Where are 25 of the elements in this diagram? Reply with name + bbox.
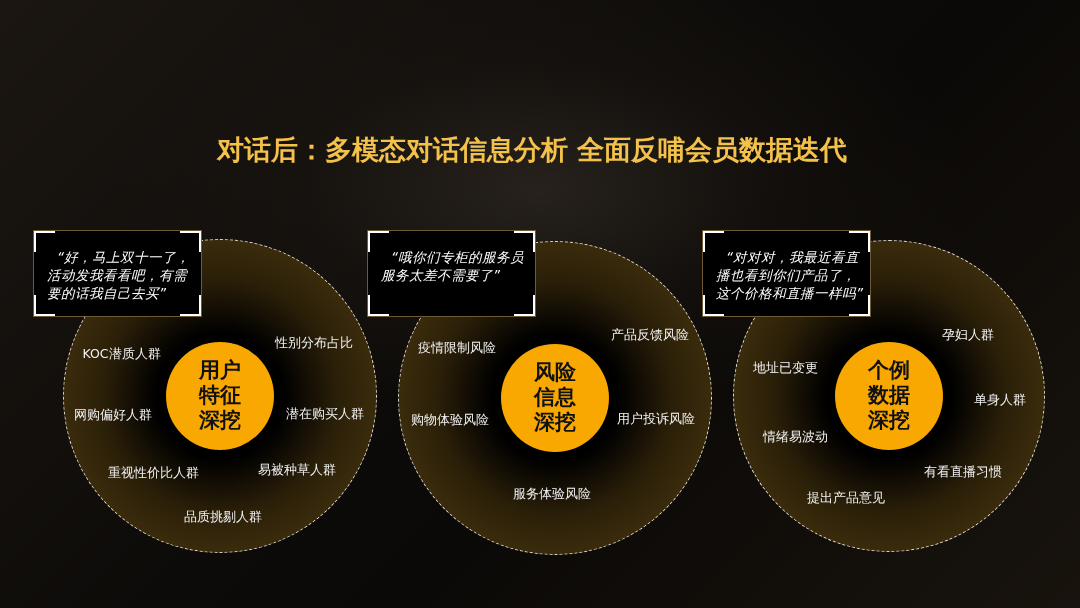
keyword-label: 网购偏好人群 — [73, 406, 152, 421]
keyword-label: 购物体验风险 — [410, 411, 489, 426]
keyword-label: 地址已变更 — [753, 359, 818, 374]
quote-box: “哦你们专柜的服务员服务太差不需要了” — [367, 230, 536, 317]
keyword-label: 单身人群 — [973, 391, 1026, 406]
keyword-label: 潜在购买人群 — [285, 405, 364, 420]
keyword-label: 性别分布占比 — [274, 334, 353, 349]
keyword-label: KOC潜质人群 — [82, 345, 161, 360]
title: 对话后：多模态对话信息分析 全面反哺会员数据迭代 — [217, 134, 848, 166]
keyword-label: 孕妇人群 — [941, 326, 994, 341]
quote-box: “对对对，我最近看直播也看到你们产品了，这个价格和直播一样吗” — [702, 230, 871, 317]
keyword-label: 易被种草人群 — [257, 461, 336, 476]
keyword-label: 品质挑剔人群 — [183, 508, 262, 523]
keyword-label: 重视性价比人群 — [108, 464, 199, 479]
center-circle: 用户特征深挖 — [165, 341, 274, 450]
center-circle: 风险信息深挖 — [500, 343, 609, 452]
keyword-label: 疫情限制风险 — [417, 339, 496, 354]
keyword-label: 用户投诉风险 — [616, 410, 695, 425]
keyword-label: 产品反馈风险 — [610, 326, 689, 341]
keyword-label: 提出产品意见 — [806, 489, 885, 504]
quote-box: “好，马上双十一了，活动发我看看吧，有需要的话我自己去买” — [33, 230, 202, 317]
center-circle: 个例数据深挖 — [834, 341, 943, 450]
keyword-label: 有看直播习惯 — [923, 463, 1002, 478]
keyword-label: 服务体验风险 — [512, 485, 591, 500]
keyword-label: 情绪易波动 — [763, 428, 828, 443]
